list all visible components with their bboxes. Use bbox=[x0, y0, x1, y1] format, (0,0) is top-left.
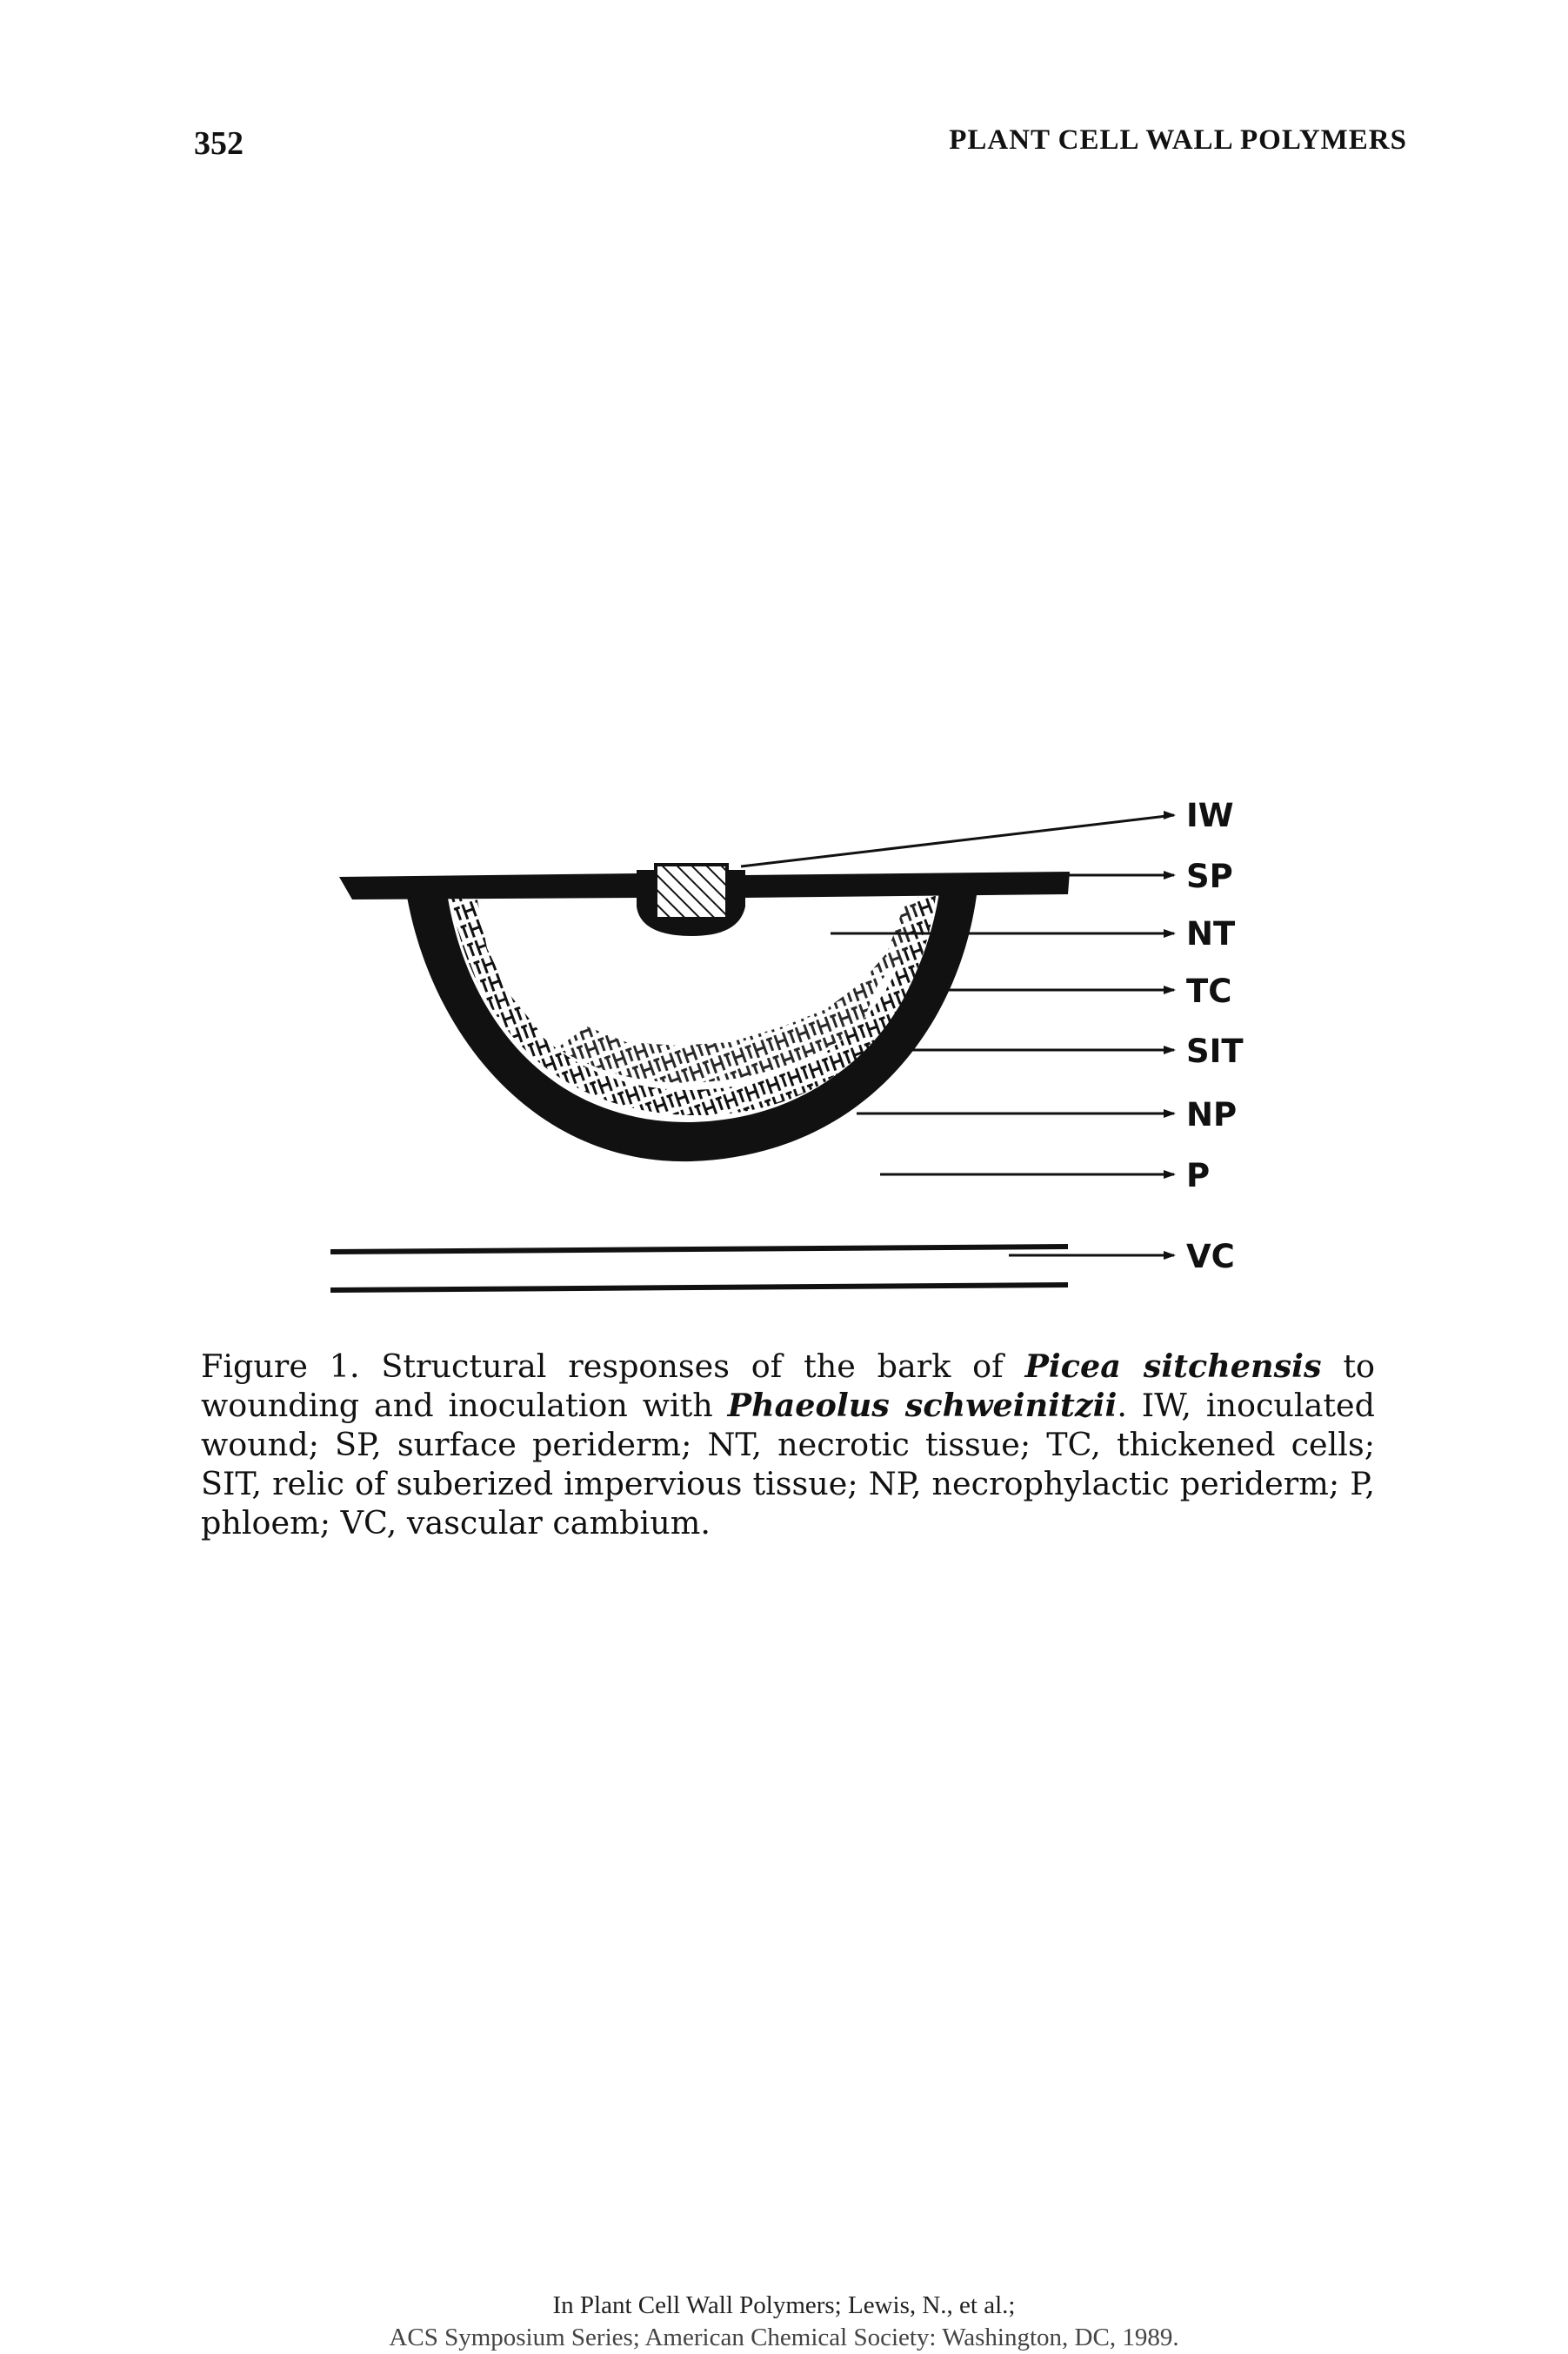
label-sit: SIT bbox=[1186, 1033, 1244, 1070]
label-vc: VC bbox=[1186, 1238, 1235, 1275]
caption-text-3: . IW, inoculated wound; SP, surface peri… bbox=[201, 1387, 1375, 1541]
inoculum-plug bbox=[654, 863, 729, 920]
leader-iw bbox=[740, 813, 1175, 868]
caption-text-2: to wounding and inoculation with bbox=[201, 1348, 1375, 1424]
caption-text-1: Figure 1. Structural responses of the ba… bbox=[201, 1348, 1025, 1385]
bark-diagram: IW SP NT TC SIT NP P VC bbox=[330, 797, 1244, 1293]
vascular-cambium-line-lower bbox=[330, 1282, 1068, 1293]
label-p: P bbox=[1186, 1157, 1210, 1194]
label-np: NP bbox=[1186, 1096, 1237, 1134]
figure-caption: Figure 1. Structural responses of the ba… bbox=[201, 1347, 1375, 1542]
figure-1: IW SP NT TC SIT NP P VC bbox=[0, 766, 1568, 1322]
thickened-cells-shape bbox=[557, 896, 931, 1083]
label-sp: SP bbox=[1186, 858, 1233, 895]
footer-line-1: In Plant Cell Wall Polymers; Lewis, N., … bbox=[552, 2291, 1016, 2319]
vascular-cambium-line-upper bbox=[330, 1244, 1068, 1254]
label-iw: IW bbox=[1186, 797, 1234, 834]
label-nt: NT bbox=[1186, 915, 1236, 953]
surface-periderm-right bbox=[744, 872, 1070, 898]
label-tc: TC bbox=[1186, 973, 1231, 1010]
running-title: PLANT CELL WALL POLYMERS bbox=[949, 124, 1407, 156]
leader-lines bbox=[740, 813, 1175, 1257]
footer-line-2: ACS Symposium Series; American Chemical … bbox=[389, 2324, 1179, 2351]
running-head: 352 PLANT CELL WALL POLYMERS bbox=[0, 124, 1568, 177]
caption-species-2: Phaeolus schweinitzii bbox=[727, 1387, 1118, 1424]
leader-arrowheads bbox=[1164, 811, 1176, 1260]
citation-footer: In Plant Cell Wall Polymers; Lewis, N., … bbox=[0, 2290, 1568, 2354]
page-number: 352 bbox=[194, 125, 244, 162]
surface-periderm-left bbox=[339, 873, 639, 899]
necrotic-tissue-shape bbox=[459, 896, 539, 1031]
caption-species-1: Picea sitchensis bbox=[1024, 1348, 1322, 1385]
suberized-tissue-shape bbox=[450, 896, 936, 1116]
